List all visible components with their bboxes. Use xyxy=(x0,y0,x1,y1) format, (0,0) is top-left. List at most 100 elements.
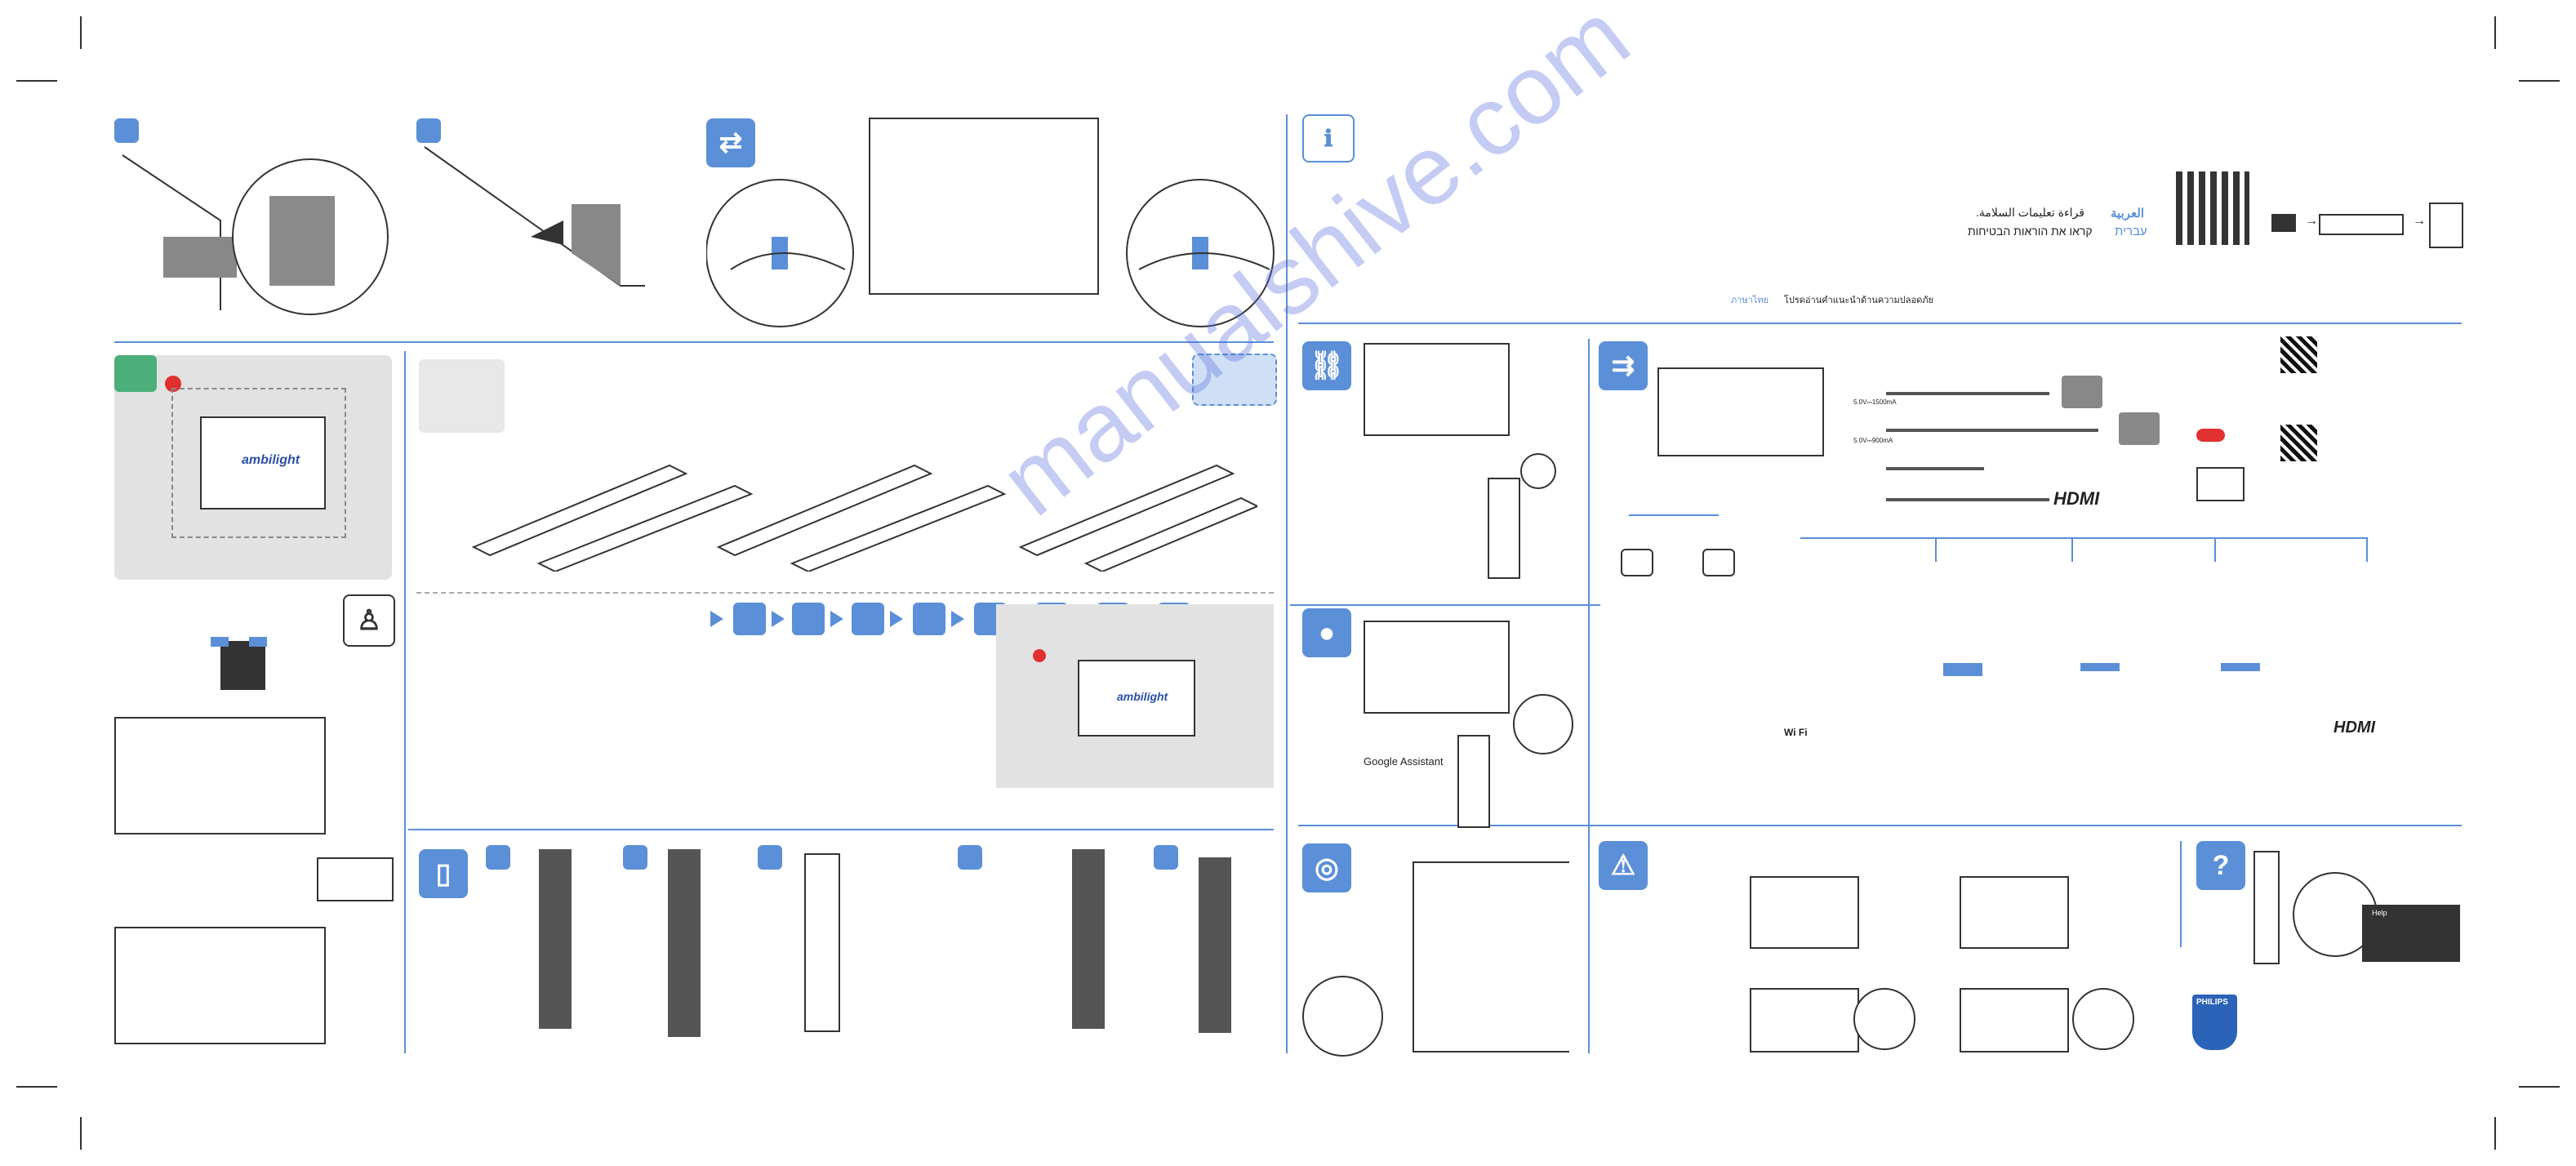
divider xyxy=(404,351,406,1053)
target-icon: ◎ xyxy=(1302,843,1351,892)
blue-label xyxy=(2221,663,2260,671)
dashed-wall xyxy=(171,388,346,538)
tv-on-wall xyxy=(200,416,326,510)
hdmi-logo: HDMI xyxy=(2053,488,2100,509)
tv-screen xyxy=(1364,621,1510,714)
flow-step xyxy=(792,603,825,635)
flow-arrow xyxy=(710,611,723,627)
crop-mark xyxy=(2494,1117,2496,1150)
cable-clip-illustration xyxy=(706,118,1275,327)
usb-cable xyxy=(1886,392,2049,395)
ambilight-logo: ambilight xyxy=(242,453,300,467)
screw-pack xyxy=(317,857,394,901)
qr-code xyxy=(2176,171,2249,245)
flow-arrow xyxy=(772,611,785,627)
search-field xyxy=(2319,214,2404,235)
divider xyxy=(2180,841,2182,947)
warning-dot xyxy=(1033,649,1046,662)
divider xyxy=(408,829,1274,830)
qr-code xyxy=(2280,425,2317,461)
divider xyxy=(1298,323,2462,324)
hebrew-title: עברית xyxy=(2115,225,2147,238)
flow-step xyxy=(733,603,766,635)
camera-icon xyxy=(2062,376,2102,408)
crop-mark xyxy=(16,1086,57,1088)
step-badge xyxy=(416,118,441,143)
warning-icon: ⚠ xyxy=(1599,841,1648,890)
qr-code xyxy=(2280,336,2317,373)
remote-illustration xyxy=(668,849,701,1037)
screw-icon-box xyxy=(1192,354,1277,406)
tv-on-table xyxy=(1078,660,1195,737)
step-badge xyxy=(114,355,157,392)
mount-icon: ⇄ xyxy=(706,118,755,167)
usb-cable xyxy=(1886,429,2098,432)
bracket-illustration xyxy=(122,154,389,315)
philips-wordmark: PHILIPS xyxy=(2196,998,2228,1007)
connection-bus xyxy=(1800,537,2368,539)
hebrew-text: קראו את הוראות הבטיחות xyxy=(1968,225,2093,238)
help-screen xyxy=(2362,905,2460,962)
hdmi-logo: HDMI xyxy=(2334,719,2376,737)
blue-label xyxy=(2080,663,2120,671)
people-lifting-icon: ♙ xyxy=(343,594,395,647)
stand-bracket-tab xyxy=(249,637,267,647)
divider xyxy=(1290,604,1600,606)
crop-mark xyxy=(80,1117,82,1150)
divider xyxy=(1588,339,1590,1053)
audio-cable xyxy=(1886,467,1984,470)
remote-illustration xyxy=(1488,478,1520,579)
arrow-right: → xyxy=(2305,214,2318,228)
dashed-separator xyxy=(416,592,1274,594)
flow-arrow xyxy=(890,611,903,627)
bracket-illustration xyxy=(424,146,645,287)
stand-bracket-tab xyxy=(211,637,229,647)
help-icon: ? xyxy=(2196,841,2245,890)
google-assistant-label: Google Assistant xyxy=(1364,755,1444,768)
connection-drop xyxy=(1935,537,1937,562)
connection-drop xyxy=(2366,537,2368,562)
link-icon: ⛓ xyxy=(1302,341,1351,390)
crop-mark xyxy=(2519,1086,2560,1088)
stand-bracket xyxy=(220,641,265,690)
arrow-right: → xyxy=(2413,214,2426,228)
step-badge xyxy=(958,845,982,870)
usb-rating: 5.0V⎓1500mA xyxy=(1853,398,1897,406)
cables-icon: ⇉ xyxy=(1599,341,1648,390)
connection-drop xyxy=(2071,537,2073,562)
tv-screen xyxy=(1364,343,1510,436)
assistant-button-circle xyxy=(1513,694,1573,754)
step-badge xyxy=(758,845,782,870)
crop-mark xyxy=(2494,16,2496,49)
book-info-icon: ℹ xyxy=(1302,114,1355,162)
flow-arrow xyxy=(830,611,843,627)
tv-care-illustration xyxy=(1750,876,1859,949)
tv-corner xyxy=(1413,861,1569,1053)
step-badge xyxy=(114,118,139,143)
thai-title: ภาษาไทย xyxy=(1731,296,1769,305)
joystick-circle xyxy=(1302,976,1383,1057)
remote-illustration xyxy=(1072,849,1105,1029)
help-screen-title: Help xyxy=(2372,909,2387,917)
remote-illustration xyxy=(1199,857,1231,1033)
ambilight-logo: ambilight xyxy=(1117,690,1168,703)
power-plug xyxy=(1621,549,1653,576)
cleaning-circle xyxy=(2072,988,2134,1050)
divider xyxy=(114,341,1274,343)
remote-illustration xyxy=(1457,735,1490,828)
divider xyxy=(1298,825,2462,826)
cleaning-circle xyxy=(1853,988,1915,1050)
divider xyxy=(1286,114,1288,1053)
hdmi-cable xyxy=(1886,498,2049,501)
google-assistant-icon: ● xyxy=(1302,608,1351,657)
laptop-icon xyxy=(2196,467,2245,501)
wifi-logo: Wi Fi xyxy=(1784,727,1808,738)
tv-care-illustration xyxy=(1750,988,1859,1053)
usb-rating: 5.0V⎓900mA xyxy=(1853,437,1893,444)
flow-step xyxy=(913,603,945,635)
blue-label xyxy=(1943,663,1982,676)
remote-illustration xyxy=(2253,851,2280,964)
stand-feet-illustration xyxy=(471,464,1257,572)
tv-back-panel xyxy=(114,717,326,834)
connection-drop xyxy=(2214,537,2216,562)
